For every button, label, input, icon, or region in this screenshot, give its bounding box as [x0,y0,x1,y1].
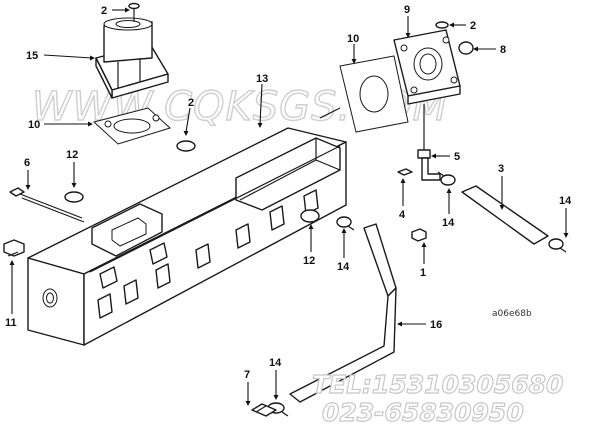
plug-center [300,209,320,223]
callout-8: 8 [500,44,506,56]
callout-9: 9 [404,4,410,16]
callout-15: 15 [26,50,38,62]
callout-1: 1 [420,267,426,279]
callout-12-left: 12 [66,149,78,161]
callout-14-right: 14 [559,195,572,207]
callout-14-bottom: 14 [269,357,282,369]
callout-11: 11 [5,317,17,329]
flange-connection [393,29,461,105]
manifold-ports [97,189,319,319]
connector-7 [251,403,277,417]
callout-5: 5 [454,151,460,163]
plug-left [64,191,84,203]
hose-16 [289,223,397,403]
callout-14-center: 14 [337,261,350,273]
callout-10-left: 10 [28,119,40,131]
exhaust-outlet-connection [95,17,169,99]
tube-3 [461,185,549,245]
outlet-gasket [92,107,171,145]
watermark-phone: 023-65830950 [322,398,524,427]
flange-gasket [319,55,409,133]
callout-6: 6 [24,157,30,169]
connector-1 [411,228,427,242]
callout-3: 3 [498,163,504,175]
figure-id: a06e68b [492,309,532,319]
drain-plug [3,239,25,257]
capscrew-top [128,2,140,22]
callout-14-mid: 14 [442,217,455,229]
exhaust-manifold [27,127,347,346]
callout-12-mid: 12 [303,255,315,267]
callout-2-right: 2 [470,20,476,32]
callout-10-right: 10 [347,33,359,45]
callout-13: 13 [256,73,268,85]
clamp-center [336,216,355,231]
plug-mid [176,140,196,152]
clamp-right [548,238,567,253]
connector-4 [397,168,413,176]
watermark-tel: TEL:15310305680 [312,370,563,399]
long-capscrew [9,187,85,223]
callout-16: 16 [430,319,442,331]
leader-lines [9,7,569,406]
callout-4: 4 [399,209,406,221]
callout-7: 7 [244,369,250,381]
callout-numbers: 2 15 10 2 13 6 12 11 10 9 2 8 5 4 14 3 1… [5,4,572,381]
clamp-mid [437,171,456,186]
callout-2-top: 2 [101,5,107,17]
callout-2-mid: 2 [188,97,194,109]
o-ring [458,41,474,55]
capscrew-right [435,21,449,29]
